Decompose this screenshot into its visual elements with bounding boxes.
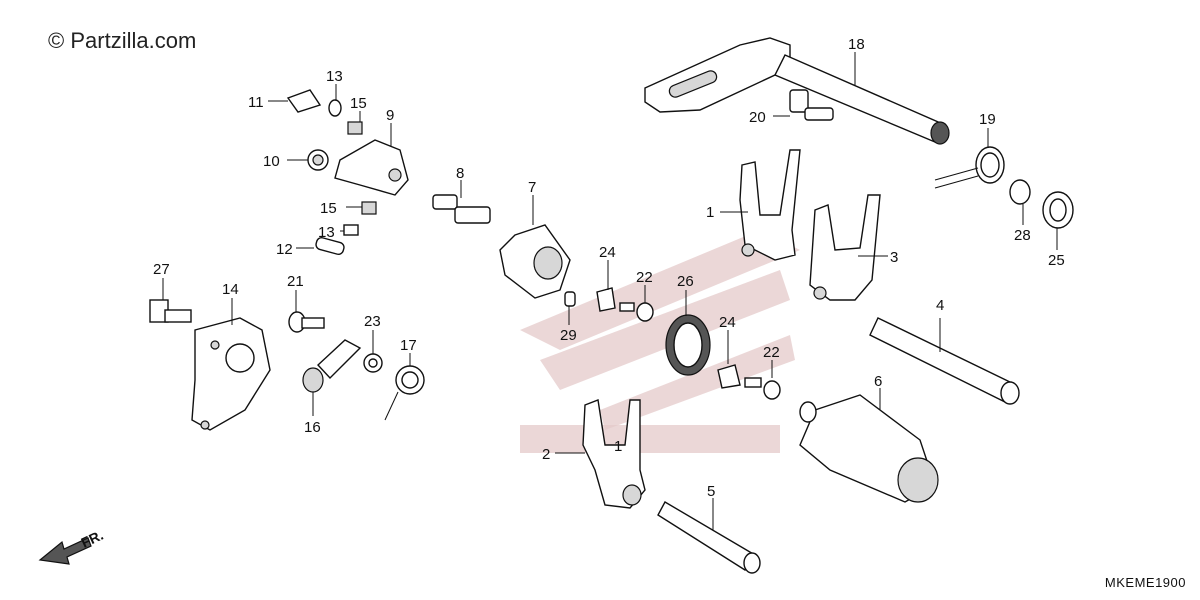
part-22-bolt-lower[interactable] [744,377,781,400]
callout-22-lower[interactable]: 22 [763,344,780,361]
drawing-code: MKEME1900 [1104,575,1186,590]
part-25-washer[interactable] [1042,191,1074,229]
part-18-shift-spindle[interactable] [644,37,950,145]
brand-watermark [520,230,800,453]
part-4-fork-shaft[interactable] [869,317,1020,405]
callout-25[interactable]: 25 [1048,252,1065,269]
callout-8[interactable]: 8 [456,165,464,182]
copyright-watermark: © Partzilla.com [48,28,196,54]
front-direction-indicator: FR. [38,527,106,565]
part-6-shift-drum[interactable] [799,394,939,503]
part-24-plate-upper[interactable] [596,287,616,312]
callout-numbers: 1 1 2 3 4 5 6 7 8 9 10 11 12 13 13 14 15… [153,36,1065,500]
callout-7[interactable]: 7 [528,179,536,196]
part-27-bolt[interactable] [149,299,192,323]
front-label: FR. [79,527,106,551]
part-20-bolt[interactable] [789,89,834,121]
part-15-spring-upper[interactable] [347,121,363,135]
callout-14[interactable]: 14 [222,281,239,298]
part-17-spring[interactable] [384,365,425,421]
part-23-washer[interactable] [363,353,383,373]
callout-13-lower[interactable]: 13 [318,224,335,241]
part-26-bearing[interactable] [665,314,711,376]
part-7-drum-center[interactable] [499,224,571,299]
part-12-pin[interactable] [315,237,345,256]
callout-12[interactable]: 12 [276,241,293,258]
callout-4[interactable]: 4 [936,297,944,314]
part-28-circlip[interactable] [1009,179,1031,205]
copyright-text: Partzilla.com [70,28,197,53]
callout-11[interactable]: 11 [248,94,264,111]
callout-9[interactable]: 9 [386,107,394,124]
callout-27[interactable]: 27 [153,261,170,278]
part-24-plate-lower[interactable] [717,364,741,389]
callout-6[interactable]: 6 [874,373,882,390]
part-11-block[interactable] [286,89,322,113]
part-9-stopper-arm[interactable] [334,139,409,196]
part-21-bolt[interactable] [288,311,325,333]
leader-lines [162,52,1058,530]
callout-24-upper[interactable]: 24 [599,244,616,261]
callout-26[interactable]: 26 [677,273,694,290]
part-10-collar[interactable] [307,149,329,171]
part-5-fork-shaft[interactable] [657,501,761,574]
callout-5[interactable]: 5 [707,483,715,500]
part-13-pin-lower[interactable] [343,224,359,236]
callout-23[interactable]: 23 [364,313,381,330]
callout-2[interactable]: 2 [542,446,550,463]
callout-13-upper[interactable]: 13 [326,68,343,85]
callout-17[interactable]: 17 [400,337,417,354]
part-3-shift-fork[interactable] [809,194,881,301]
part-1-shift-fork[interactable] [739,149,801,261]
callout-21[interactable]: 21 [287,273,304,290]
callout-15-upper[interactable]: 15 [350,95,367,112]
callout-1-lower[interactable]: 1 [614,438,622,455]
callout-19[interactable]: 19 [979,111,996,128]
copyright-symbol: © [48,28,65,53]
part-19-return-spring[interactable] [934,146,1005,189]
callout-28[interactable]: 28 [1014,227,1031,244]
part-8-bolt[interactable] [432,194,491,224]
callout-29[interactable]: 29 [560,327,577,344]
front-arrow-icon [38,537,92,565]
callout-10[interactable]: 10 [263,153,280,170]
callout-3[interactable]: 3 [890,249,898,266]
callout-18[interactable]: 18 [848,36,865,53]
part-2-shift-fork[interactable] [582,399,646,509]
callout-24-lower[interactable]: 24 [719,314,736,331]
part-15-spring-lower[interactable] [361,201,377,215]
callout-22-upper[interactable]: 22 [636,269,653,286]
part-14-plate[interactable] [191,317,271,431]
callout-15-lower[interactable]: 15 [320,200,337,217]
callout-1-upper[interactable]: 1 [706,204,714,221]
callout-16[interactable]: 16 [304,419,321,436]
part-29-pin[interactable] [564,291,576,307]
part-16-stopper-link[interactable] [302,339,362,393]
callout-20[interactable]: 20 [749,109,766,126]
part-13-pin-upper[interactable] [328,99,342,117]
